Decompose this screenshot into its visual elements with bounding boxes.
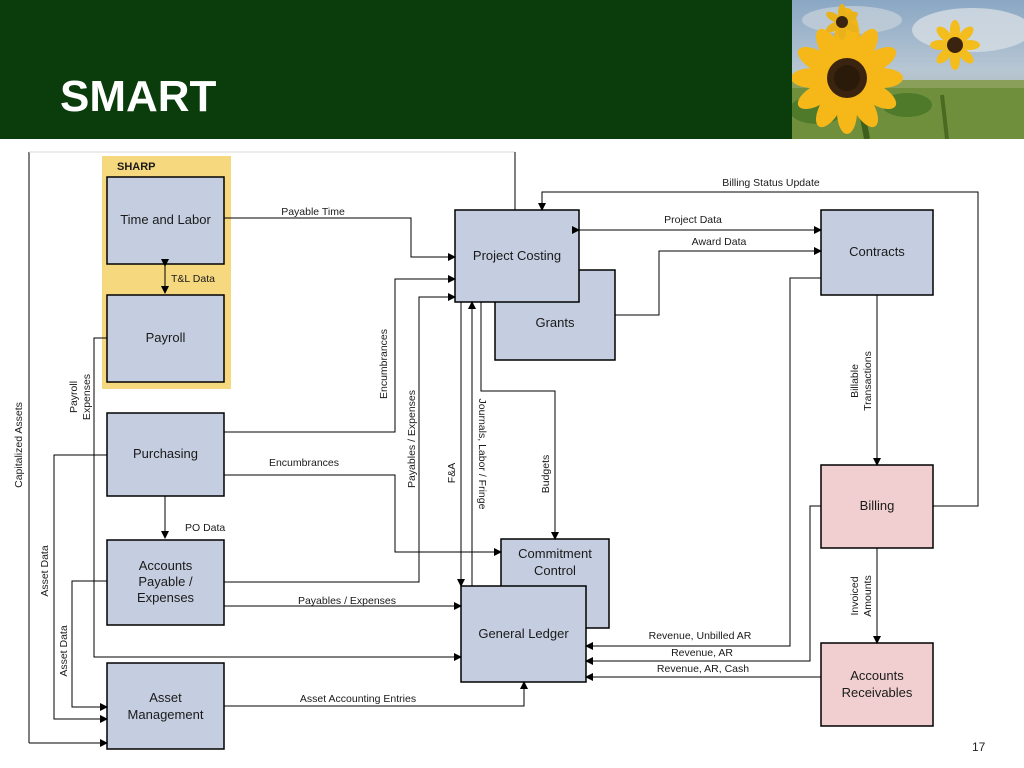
edge-asset-data-right	[71, 580, 108, 711]
label-revenue-ar: Revenue, AR	[671, 647, 733, 659]
label-fa: F&A	[446, 463, 458, 483]
edge-budgets	[480, 302, 559, 540]
edge-billing-status-update	[538, 191, 979, 507]
label-encumbrances-horizontal: Encumbrances	[269, 457, 339, 469]
edge-asset-accounting	[224, 681, 528, 707]
asset-management-box: Asset Management	[106, 662, 225, 750]
label-revenue-unbilled: Revenue, Unbilled AR	[649, 630, 752, 642]
label-billable-2: Transactions	[862, 351, 874, 411]
accounts-receivables-line-1: Accounts	[850, 668, 904, 683]
smart-diagram: SHARP Time and Labor Payroll Purchasing …	[13, 151, 979, 750]
commitment-control-line-1: Commitment	[518, 546, 592, 561]
accounts-payable-line-1: Accounts	[139, 558, 193, 573]
purchasing-box: Purchasing	[106, 412, 225, 497]
page-number: 17	[972, 740, 986, 754]
label-payables-horizontal: Payables / Expenses	[298, 595, 396, 607]
project-costing-label: Project Costing	[473, 248, 561, 263]
label-budgets: Budgets	[540, 455, 552, 494]
label-po-data: PO Data	[185, 522, 225, 534]
general-ledger-box: General Ledger	[460, 585, 587, 683]
edge-encumbrances-horizontal	[224, 474, 502, 556]
accounts-payable-line-2: Payable /	[138, 574, 193, 589]
payroll-box: Payroll	[106, 294, 225, 383]
label-billing-status-update: Billing Status Update	[722, 177, 820, 189]
purchasing-label: Purchasing	[133, 446, 198, 461]
label-billable-1: Billable	[849, 364, 861, 398]
label-journals: Journals, Labor / Fringe	[476, 399, 488, 510]
label-payables-vertical: Payables / Expenses	[406, 390, 418, 488]
label-payable-time: Payable Time	[281, 206, 345, 218]
payroll-label: Payroll	[146, 330, 186, 345]
time-and-labor-box: Time and Labor	[106, 176, 225, 265]
label-asset-accounting: Asset Accounting Entries	[300, 693, 416, 705]
label-project-data: Project Data	[664, 214, 722, 226]
edge-asset-data-left	[53, 454, 108, 723]
edge-revenue-ar	[585, 505, 821, 665]
billing-box: Billing	[820, 464, 934, 549]
time-and-labor-label: Time and Labor	[120, 212, 211, 227]
billing-label: Billing	[860, 498, 895, 513]
edge-payable-time	[224, 217, 456, 261]
project-costing-box: Project Costing	[454, 209, 580, 303]
sunflower-photo	[792, 0, 1024, 139]
label-asset-data-right: Asset Data	[58, 625, 70, 677]
label-capitalized-assets: Capitalized Assets	[13, 402, 25, 488]
asset-management-line-1: Asset	[149, 690, 182, 705]
accounts-payable-box: Accounts Payable / Expenses	[106, 539, 225, 626]
contracts-label: Contracts	[849, 244, 905, 259]
edge-payables-vertical	[224, 293, 456, 583]
accounts-receivables-line-2: Receivables	[842, 685, 913, 700]
label-encumbrances-vertical: Encumbrances	[378, 329, 390, 399]
label-asset-data-left: Asset Data	[39, 545, 51, 597]
general-ledger-label: General Ledger	[478, 626, 569, 641]
label-tl-data: T&L Data	[171, 273, 215, 285]
label-payroll-expenses-2: Expenses	[81, 374, 93, 420]
accounts-receivables-box: Accounts Receivables	[820, 642, 934, 727]
commitment-control-line-2: Control	[534, 563, 576, 578]
edge-award-data	[615, 247, 822, 316]
label-invoiced-2: Amounts	[862, 575, 874, 616]
label-invoiced-1: Invoiced	[849, 576, 861, 615]
label-revenue-ar-cash: Revenue, AR, Cash	[657, 663, 749, 675]
label-award-data: Award Data	[692, 236, 747, 248]
asset-management-line-2: Management	[128, 707, 204, 722]
edge-encumbrances-vertical	[224, 275, 456, 433]
edge-revenue-unbilled	[585, 277, 821, 650]
slide-title: SMART	[60, 72, 217, 121]
contracts-box: Contracts	[820, 209, 934, 296]
grants-label: Grants	[535, 315, 575, 330]
header-band: SMART	[0, 0, 1024, 139]
accounts-payable-line-3: Expenses	[137, 590, 195, 605]
edge-payroll-expenses	[93, 337, 462, 661]
sharp-label: SHARP	[117, 161, 156, 173]
label-payroll-expenses-1: Payroll	[68, 381, 80, 413]
